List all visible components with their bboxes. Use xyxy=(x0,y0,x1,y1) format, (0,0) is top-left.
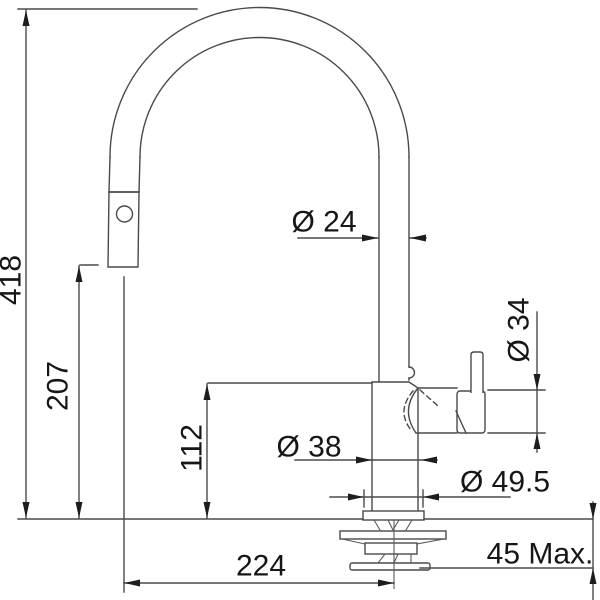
dim-label-reach: 224 xyxy=(236,550,286,583)
spray-head-body xyxy=(107,191,140,268)
spray-head xyxy=(107,191,140,268)
body-column xyxy=(371,381,419,514)
tube-left-edge xyxy=(108,156,111,193)
base-assembly xyxy=(339,510,447,589)
dim-207-arrow-down xyxy=(75,502,83,518)
dim-34-arrow-up xyxy=(533,433,541,449)
swivel-joint-curve xyxy=(407,387,419,434)
dim-label-outlet-height: 207 xyxy=(42,361,75,411)
dim-24-arrow-left xyxy=(410,234,426,242)
dim-224-arrow-right xyxy=(378,579,394,587)
base-funnel-v-left xyxy=(387,519,394,531)
dim-112-arrow-up xyxy=(203,384,211,400)
dim-max-deck-thickness: 45 Max. xyxy=(487,501,597,600)
dim-label-body-diameter: Ø 38 xyxy=(276,431,341,464)
dim-spout-diameter: Ø 24 xyxy=(291,206,427,242)
mounting-stem-line-2 xyxy=(393,553,399,564)
spout-outer-arc xyxy=(109,6,410,158)
dim-224-arrow-left xyxy=(124,579,140,587)
escutcheon-plate xyxy=(339,530,447,540)
dim-label-handle-diameter: Ø 34 xyxy=(503,297,536,362)
dim-label-overall-height: 418 xyxy=(0,255,28,305)
dim-handle-diameter: Ø 34 xyxy=(487,297,546,453)
handle-housing xyxy=(456,390,486,434)
dim-reach: 224 xyxy=(123,276,395,593)
faucet-body xyxy=(371,381,419,514)
dim-body-height: 112 xyxy=(176,382,373,519)
dim-overall-height: 418 xyxy=(0,8,198,519)
dim-38-arrow-right xyxy=(356,456,372,464)
dim-49-arrow-left xyxy=(423,493,439,501)
dim-112-arrow-down xyxy=(203,502,211,518)
mounting-washer xyxy=(349,562,431,571)
faucet-spout-arc xyxy=(109,6,410,158)
dim-base-diameter: Ø 49.5 xyxy=(329,466,550,508)
spray-head-button xyxy=(115,205,134,223)
deck-reference-line xyxy=(17,518,594,569)
escutcheon-skirt-right xyxy=(416,538,445,545)
dim-body-diameter: Ø 38 xyxy=(276,431,438,464)
dim-label-base-diameter: Ø 49.5 xyxy=(460,466,550,499)
swivel-joint-hidden-line xyxy=(419,389,439,407)
pipe-collar-bump xyxy=(408,366,416,379)
handle-lever xyxy=(470,351,484,393)
riser-pipe xyxy=(378,156,416,383)
dim-418-arrow-up xyxy=(22,10,30,26)
tube-right-edge xyxy=(138,156,141,193)
dim-45-arrow-up xyxy=(589,568,597,584)
spout-inner-arc xyxy=(139,36,380,158)
dim-49-arrow-right xyxy=(348,493,364,501)
mounting-block xyxy=(364,542,418,555)
dim-label-body-height: 112 xyxy=(176,424,209,472)
base-funnel-right xyxy=(405,519,413,531)
dim-34-arrow-down xyxy=(533,374,541,390)
dim-outlet-height: 207 xyxy=(42,264,99,519)
spout-drop-tube xyxy=(108,156,141,193)
base-flange xyxy=(362,510,425,521)
escutcheon-skirt-left xyxy=(341,538,366,545)
dim-24-arrow-right xyxy=(362,234,378,242)
dim-418-arrow-down xyxy=(22,502,30,518)
mounting-stem-line-1 xyxy=(377,553,386,564)
dim-207-arrow-up xyxy=(75,266,83,282)
base-funnel-left xyxy=(373,519,381,531)
dim-label-max-deck-thickness: 45 Max. xyxy=(487,538,594,571)
dim-45-arrow-down xyxy=(589,503,597,519)
handle-housing-seam xyxy=(455,410,467,434)
handle-assembly xyxy=(403,351,486,434)
dim-label-spout-diameter: Ø 24 xyxy=(291,206,356,239)
swivel-joint-hidden-curve xyxy=(403,390,414,431)
dim-38-arrow-left xyxy=(421,456,437,464)
